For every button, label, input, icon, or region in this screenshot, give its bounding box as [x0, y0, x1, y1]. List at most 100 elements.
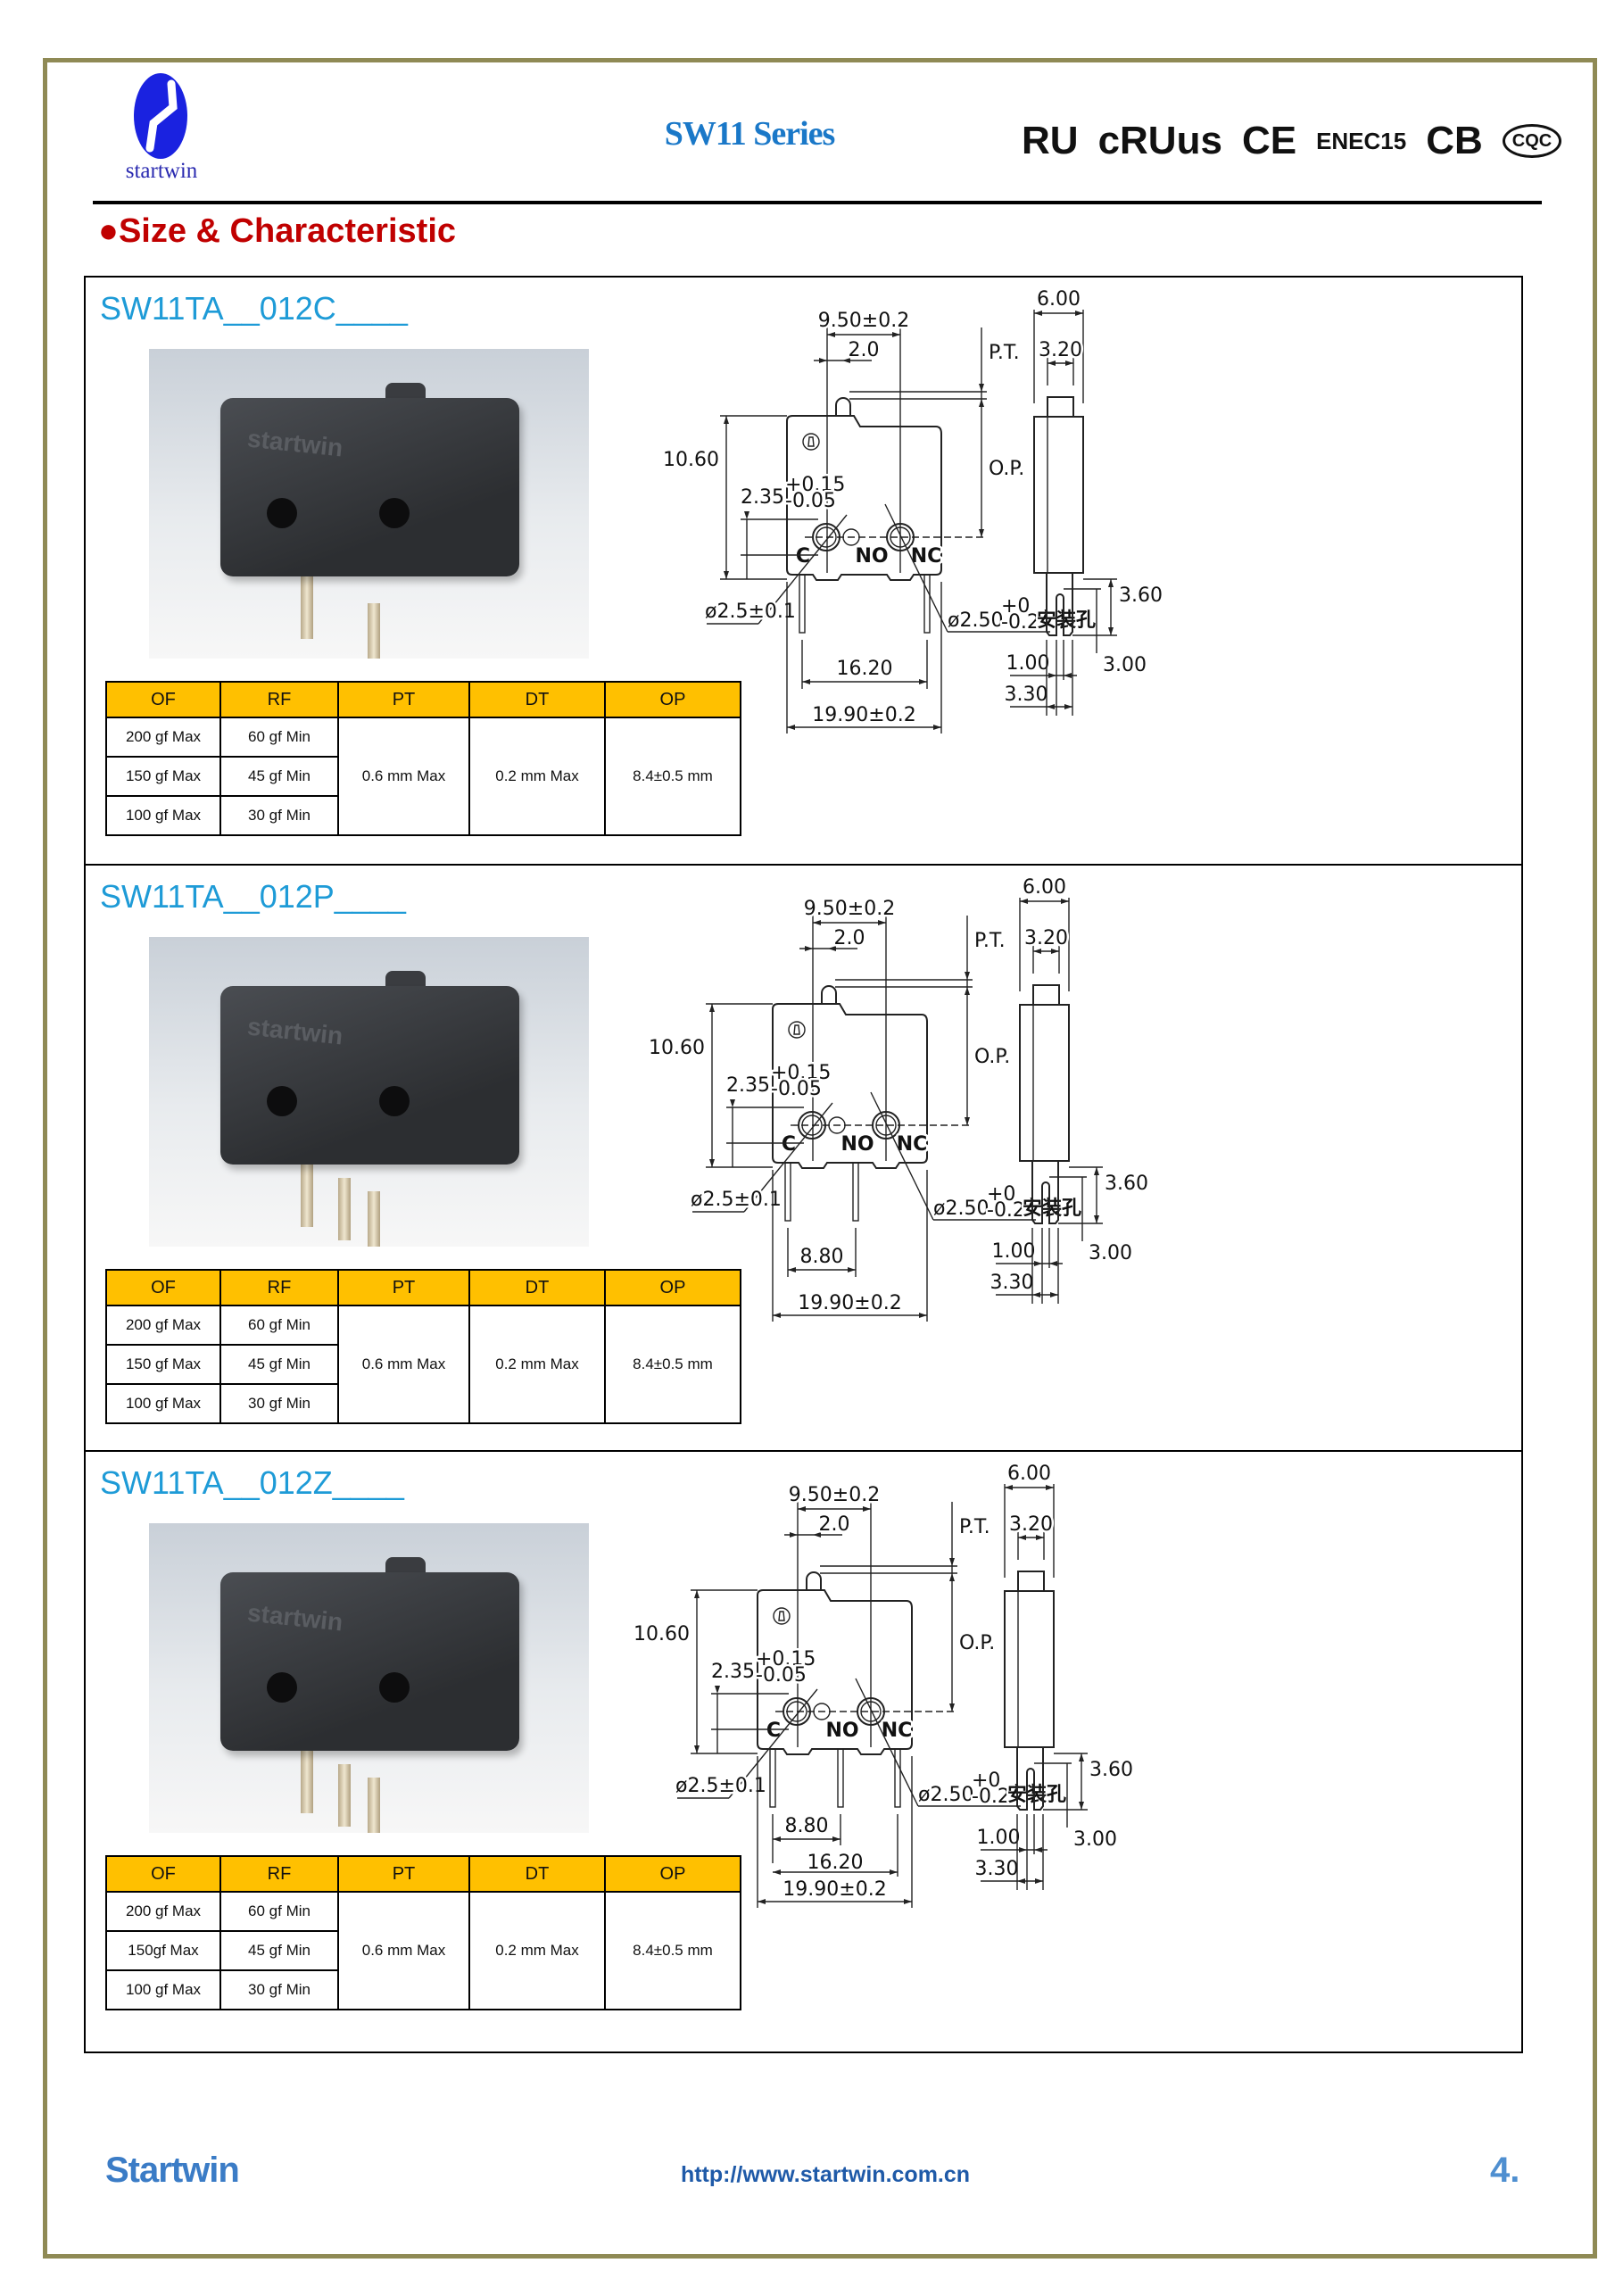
dim-label-pin-880: 8.80: [785, 1815, 829, 1837]
arrow-icon: [1035, 1878, 1043, 1884]
enec-mark-icon: ENEC15: [1316, 128, 1407, 154]
dt-cell: 0.2 mm Max: [468, 717, 606, 836]
header-dt: DT: [468, 1855, 606, 1893]
dim-label-tol-minus-02: -0.2: [987, 1199, 1025, 1222]
ce-mark-icon: CE: [1241, 119, 1297, 162]
dim-label-pt: P.T.: [974, 930, 1006, 952]
dim-label-mount-hole-cn: 安装孔: [1023, 1197, 1081, 1220]
dim-label-side-100: 1.00: [1006, 652, 1050, 675]
dt-cell: 0.2 mm Max: [468, 1305, 606, 1424]
dim-label-side-360: 3.60: [1119, 584, 1163, 607]
arrow-icon: [1049, 1261, 1057, 1266]
terminal-hole: [860, 1701, 882, 1722]
dim-label-term-c: C: [796, 545, 810, 568]
certification-marks: RU cRUus CE ENEC15 CB CQC: [1022, 114, 1562, 168]
arrow-icon: [1094, 1215, 1099, 1223]
dim-label-tol-plus-015: +0.15: [771, 1062, 831, 1084]
dim-label-term-nc: NC: [911, 545, 942, 568]
header-of: OF: [105, 1855, 221, 1893]
of-cell: 100 gf Max: [105, 1383, 221, 1424]
model-title: SW11TA__012P____: [100, 878, 406, 915]
mount-hole: [828, 1116, 846, 1134]
dim-label-pin-1620: 16.20: [837, 658, 893, 680]
arrow-icon: [1065, 361, 1073, 366]
dim-label-mount-hole-cn: 安装孔: [1037, 609, 1096, 632]
dim-label-tol-plus-015: +0.15: [785, 474, 845, 496]
spec-row: 200 gf Max 60 gf Min 0.6 mm Max 0.2 mm M…: [105, 1891, 741, 2010]
dim-label-tol-plus-0: +0: [987, 1183, 1015, 1206]
pt-cell: 0.6 mm Max: [337, 1891, 470, 2010]
side-view-actuator: [1047, 396, 1074, 418]
dim-label-side-360: 3.60: [1089, 1759, 1133, 1781]
of-cell: 150 gf Max: [105, 756, 221, 797]
header-of: OF: [105, 681, 221, 718]
switch-hole: [267, 498, 297, 528]
arrow-icon: [1047, 361, 1056, 366]
arrow-icon: [1079, 1753, 1084, 1761]
arrow-icon: [709, 1004, 715, 1012]
polarity-symbol-icon: [773, 1607, 791, 1625]
arrow-icon: [919, 679, 927, 684]
arrow-icon: [1094, 1167, 1099, 1175]
side-view-body: [1019, 1004, 1070, 1162]
arrow-icon: [828, 946, 836, 951]
arrow-icon: [1061, 899, 1069, 904]
arrow-icon: [1018, 1535, 1026, 1540]
arrow-icon: [798, 1506, 806, 1512]
spec-row: 150 gf Max 45 gf Min: [105, 756, 741, 797]
switch-pin: [301, 576, 313, 639]
arrow-icon: [949, 1573, 955, 1581]
arrow-icon: [758, 1899, 766, 1904]
dim-label-tol-minus-02: -0.2: [972, 1786, 1010, 1808]
terminal-boss: [872, 1111, 900, 1140]
product-photo: startwin: [149, 349, 589, 659]
dim-label-op: O.P.: [989, 458, 1024, 480]
of-cell: 200 gf Max: [105, 1891, 221, 1932]
switch-pin: [368, 1191, 380, 1247]
footer-url-link[interactable]: http://www.startwin.com.cn: [680, 2162, 971, 2187]
spec-row: 150gf Max 45 gf Min: [105, 1930, 741, 1971]
plunger-outline: [835, 397, 851, 416]
switch-pin: [301, 1165, 313, 1227]
cqc-mark-icon: CQC: [1502, 124, 1562, 158]
arrow-icon: [979, 384, 984, 392]
arrow-icon: [965, 972, 970, 980]
switch-body: startwin: [220, 1572, 519, 1751]
dim-label-hole-mount: ø2.50: [918, 1784, 973, 1806]
product-photo: startwin: [149, 1523, 589, 1833]
of-cell: 100 gf Max: [105, 1969, 221, 2010]
op-cell: 8.4±0.5 mm: [604, 717, 741, 836]
arrow-icon: [730, 1099, 735, 1107]
spec-row: 200 gf Max 60 gf Min 0.6 mm Max 0.2 mm M…: [105, 717, 741, 836]
switch-body-outline: [786, 415, 942, 581]
switch-brand-mark: startwin: [245, 424, 344, 462]
op-cell: 8.4±0.5 mm: [604, 1305, 741, 1424]
side-view-actuator: [1017, 1571, 1045, 1592]
dim-label-tol-plus-015: +0.15: [756, 1648, 816, 1670]
switch-hole: [267, 1672, 297, 1703]
arrow-icon: [1048, 673, 1056, 678]
dim-label-tol-minus-02: -0.2: [1001, 611, 1039, 634]
arrow-icon: [892, 332, 900, 337]
terminal-boss: [857, 1697, 885, 1726]
dim-label-tol-minus-005: -0.05: [771, 1078, 822, 1100]
arrow-icon: [773, 1313, 781, 1318]
of-cell: 100 gf Max: [105, 795, 221, 836]
terminal-pin: [799, 574, 806, 634]
dim-label-side-100: 1.00: [992, 1240, 1036, 1263]
switch-hole: [379, 1672, 410, 1703]
arrow-icon: [1051, 949, 1059, 954]
dim-label-tol-plus-0: +0: [972, 1770, 1000, 1792]
dim-label-hole-small: ø2.5±0.1: [675, 1775, 766, 1797]
arrow-icon: [790, 1532, 798, 1538]
arrow-icon: [1064, 673, 1072, 678]
arrow-icon: [965, 987, 970, 995]
polarity-symbol-icon: [778, 1611, 785, 1621]
mount-hole: [842, 528, 860, 546]
arrow-icon: [827, 332, 835, 337]
arrow-icon: [694, 1745, 700, 1753]
switch-body: startwin: [220, 986, 519, 1165]
